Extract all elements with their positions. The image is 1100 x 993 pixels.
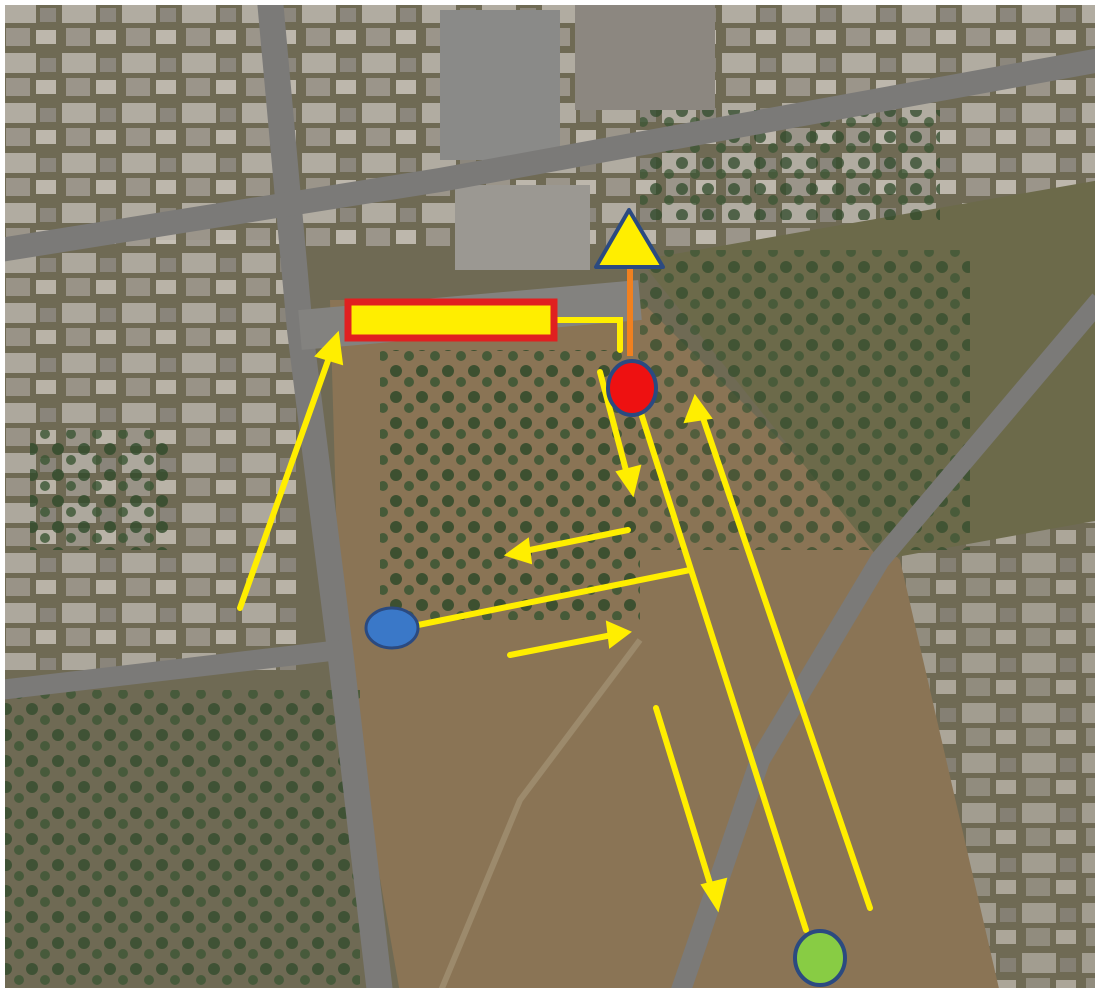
route-line-blue-branch xyxy=(415,567,693,628)
arrow-head-up xyxy=(683,393,713,424)
arrow-head-left xyxy=(503,537,533,565)
footpath-diagonal xyxy=(437,638,643,993)
route-lines xyxy=(415,317,873,933)
red-circle-marker[interactable] xyxy=(606,359,658,417)
trees-park xyxy=(380,350,640,620)
route-line-bar-connector xyxy=(553,317,623,353)
direction-arrows xyxy=(237,330,728,913)
trees-southwest xyxy=(0,690,360,993)
arrow-northwest xyxy=(237,352,333,611)
blue-circle-marker[interactable] xyxy=(364,606,420,650)
road-east-diagonal xyxy=(670,293,1100,993)
yellow-triangle-marker[interactable] xyxy=(594,208,665,269)
arrow-head-down-1 xyxy=(615,464,642,498)
arrow-right xyxy=(507,632,615,658)
route-line-green-to-red xyxy=(700,415,873,911)
arrow-down-2 xyxy=(653,705,715,893)
road-horizontal-south xyxy=(0,640,342,700)
green-circle-marker[interactable] xyxy=(793,929,847,987)
route-line-red-to-green xyxy=(637,407,809,933)
yellow-rectangle-bar[interactable] xyxy=(344,298,558,342)
large-building xyxy=(455,185,590,270)
road-main-west xyxy=(257,0,393,993)
arrow-head-right xyxy=(605,620,632,649)
trees-west xyxy=(30,430,170,550)
arrow-down-1 xyxy=(597,369,631,481)
arrow-head-down-2 xyxy=(700,877,728,913)
arrow-head-northwest xyxy=(314,330,344,366)
arrow-left xyxy=(517,527,631,555)
building-north xyxy=(575,0,715,110)
road-horizontal-north xyxy=(0,48,1100,262)
plaza xyxy=(440,10,560,160)
